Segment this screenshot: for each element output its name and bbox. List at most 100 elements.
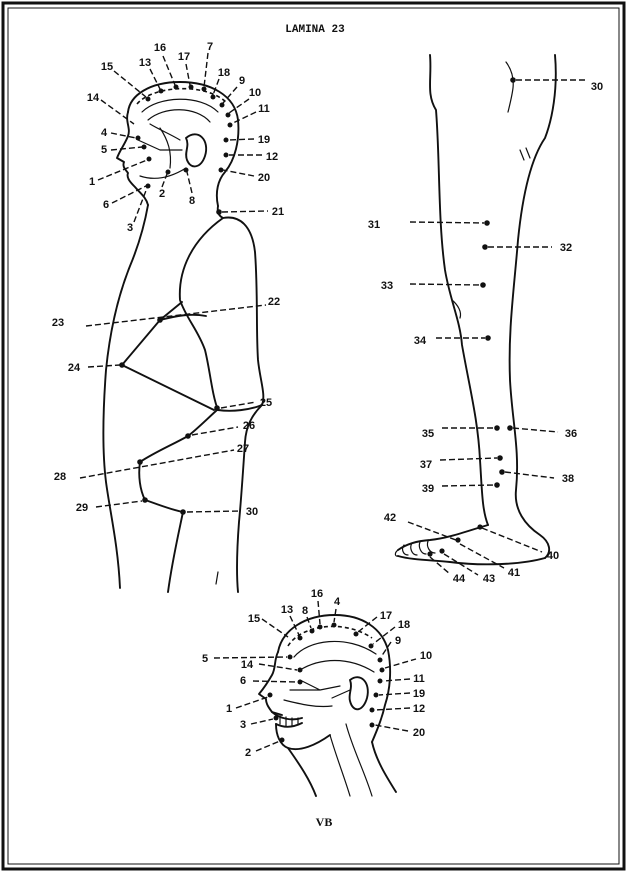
- acupoint-dot: [180, 509, 186, 515]
- acupoint-dot: [318, 625, 323, 630]
- acupoint-dot: [485, 335, 491, 341]
- point-label: 11: [413, 673, 425, 685]
- popliteal-mark: [520, 148, 530, 160]
- point-label: 12: [266, 151, 278, 163]
- point-label: 15: [101, 61, 113, 73]
- point-label: 38: [562, 473, 574, 485]
- acupoint-dot: [274, 716, 279, 721]
- acupoint-dot: [370, 708, 375, 713]
- point-label: 27: [237, 443, 249, 455]
- point-label: 19: [258, 134, 270, 146]
- point-label: 8: [302, 605, 308, 617]
- acupoint-dot: [298, 680, 303, 685]
- point-label: 2: [245, 747, 251, 759]
- neck-back: [372, 742, 396, 792]
- acupoint-dot: [439, 548, 444, 553]
- point-label: 36: [565, 428, 577, 440]
- meridian-caption: VB: [316, 815, 333, 829]
- point-label: 1: [226, 703, 232, 715]
- acupoint-dot: [268, 693, 273, 698]
- hip-line: [139, 410, 217, 592]
- point-label: 34: [414, 335, 427, 347]
- leader-line: [231, 112, 256, 124]
- acupoint-dot: [146, 97, 151, 102]
- leader-line: [251, 719, 273, 724]
- leader-line: [410, 284, 480, 285]
- leader-line: [221, 402, 256, 408]
- acupoint-dot: [147, 157, 152, 162]
- ear: [350, 677, 368, 709]
- acupoint-dot: [480, 282, 486, 288]
- point-label: 14: [87, 92, 100, 104]
- body-figure: 15 13 16 17 7 18 9 10 11 14 4 5 1 6 2 3 …: [52, 41, 284, 592]
- acupoint-dot: [228, 123, 233, 128]
- acupoint-dot: [224, 153, 229, 158]
- leader-line: [111, 147, 142, 150]
- point-label: 30: [591, 81, 603, 93]
- acupoint-dot: [211, 95, 216, 100]
- sole-outline: [398, 556, 545, 564]
- acupoint-dot: [298, 636, 303, 641]
- outer-frame: [3, 3, 624, 869]
- neck-front: [288, 748, 316, 796]
- point-label: 21: [272, 206, 284, 218]
- leader-line: [379, 693, 410, 695]
- leader-line: [236, 697, 268, 708]
- jaw-outline: [276, 724, 330, 749]
- head-figure: 15 13 8 16 4 17 18 9 10 5 14 11 6 19 1 1…: [202, 588, 432, 796]
- leader-line: [228, 139, 254, 140]
- ear: [186, 134, 206, 166]
- leg-back-outline: [510, 55, 556, 558]
- leader-line: [259, 664, 297, 670]
- leader-line: [98, 160, 147, 180]
- point-label: 13: [139, 57, 151, 69]
- jaw-line: [140, 168, 186, 178]
- leader-line: [222, 211, 268, 212]
- thigh-mark: [216, 572, 218, 584]
- point-label: 20: [413, 727, 425, 739]
- point-label: 30: [246, 506, 258, 518]
- leader-line: [101, 100, 134, 124]
- leg-front-outline: [430, 55, 488, 525]
- acupoint-dot: [497, 455, 503, 461]
- point-label: 13: [281, 604, 293, 616]
- point-label: 12: [413, 703, 425, 715]
- leader-line: [204, 53, 208, 87]
- leader-line: [187, 511, 240, 512]
- point-label: 25: [260, 397, 272, 409]
- acupoint-dot: [184, 168, 189, 173]
- leader-line: [442, 485, 494, 486]
- leader-line: [383, 679, 410, 681]
- point-label: 3: [240, 719, 246, 731]
- acupoint-dot: [482, 244, 488, 250]
- acupoint-dot: [494, 482, 500, 488]
- point-label: 42: [384, 512, 396, 524]
- neck-muscle: [330, 724, 372, 796]
- acupoint-dot: [189, 85, 194, 90]
- point-label: 10: [249, 87, 261, 99]
- acupoint-dot: [378, 679, 383, 684]
- leader-line: [253, 681, 297, 682]
- leader-line: [213, 79, 219, 95]
- point-label: 35: [422, 428, 434, 440]
- leader-line: [440, 458, 497, 460]
- point-label: 20: [258, 172, 270, 184]
- acupoint-dot: [142, 497, 148, 503]
- point-label: 10: [420, 650, 432, 662]
- leader-line: [223, 170, 254, 176]
- acupoint-dot: [332, 623, 337, 628]
- face-profile: [117, 112, 148, 205]
- leader-line: [482, 528, 542, 552]
- acupoint-dot: [119, 362, 125, 368]
- acupoint-dot: [214, 405, 220, 411]
- point-label: 29: [76, 502, 88, 514]
- leader-line: [192, 427, 238, 435]
- plate-title: LAMINA 23: [285, 24, 345, 36]
- leader-line: [96, 501, 142, 507]
- acupoint-dot: [298, 668, 303, 673]
- point-label: 1: [89, 176, 95, 188]
- point-label: 8: [189, 195, 195, 207]
- body-front-outline: [103, 205, 148, 588]
